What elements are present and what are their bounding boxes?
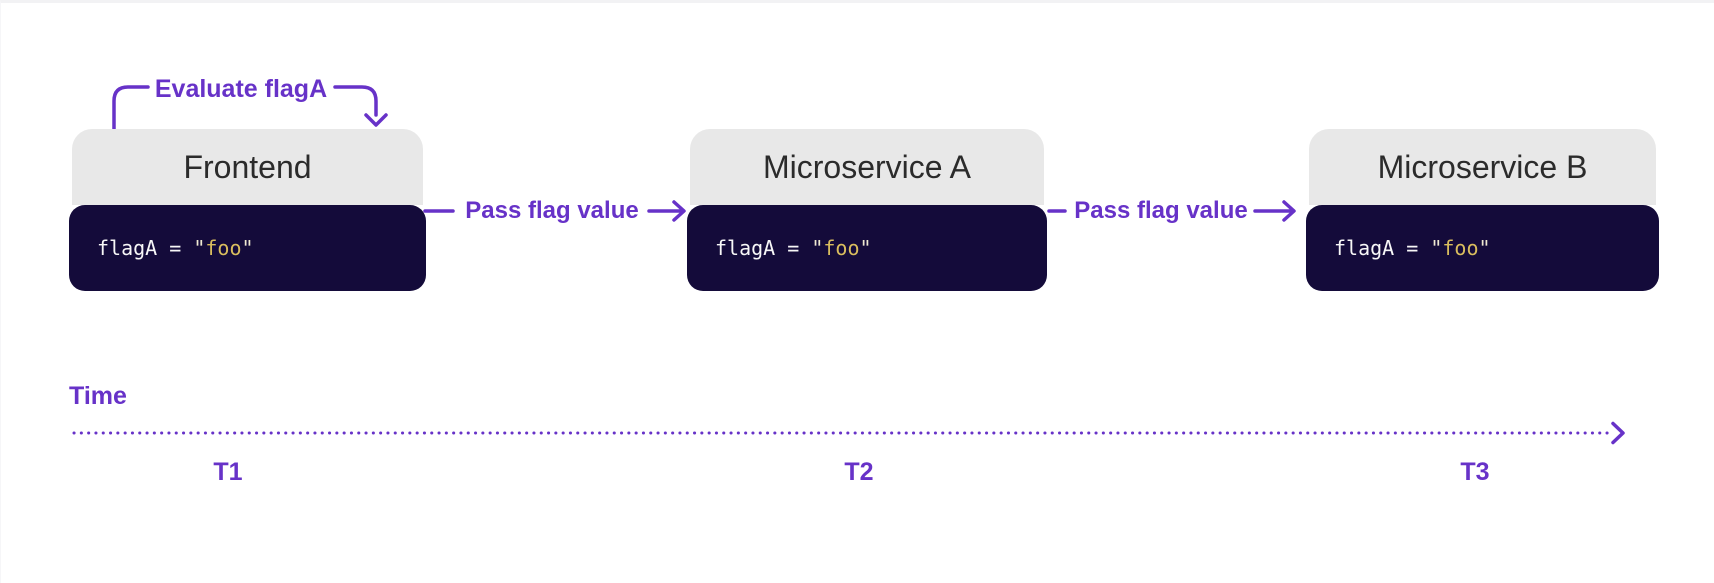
code-string-value: foo bbox=[205, 236, 242, 260]
evaluate-flag-annotation: Evaluate flagA bbox=[154, 75, 328, 103]
code-string-value: foo bbox=[1442, 236, 1479, 260]
timeline-arrowhead-icon bbox=[1611, 421, 1625, 445]
code-assignment: flagA = bbox=[1334, 236, 1431, 260]
code-string-value: foo bbox=[823, 236, 860, 260]
code-assignment: flagA = bbox=[97, 236, 194, 260]
timeline-tick-t2: T2 bbox=[844, 458, 874, 486]
evaluate-arrowhead-icon bbox=[364, 113, 388, 127]
code-close-quote: " bbox=[241, 236, 254, 260]
timeline-tick-t3: T3 bbox=[1460, 458, 1490, 486]
service-title: Microservice B bbox=[1309, 129, 1656, 205]
pass-flag-arrow-2 bbox=[1253, 200, 1296, 222]
code-open-quote: " bbox=[193, 236, 206, 260]
pass-flag-value-label-1: Pass flag value bbox=[465, 197, 639, 224]
service-card-frontend: Frontend flagA = "foo" bbox=[69, 129, 426, 291]
code-open-quote: " bbox=[1430, 236, 1443, 260]
code-close-quote: " bbox=[1478, 236, 1491, 260]
timeline-label: Time bbox=[69, 382, 127, 410]
code-block: flagA = "foo" bbox=[69, 205, 426, 291]
timeline-tick-t1: T1 bbox=[213, 458, 243, 486]
pass-flag-value-label-2: Pass flag value bbox=[1074, 197, 1248, 224]
service-title: Frontend bbox=[72, 129, 423, 205]
code-close-quote: " bbox=[859, 236, 872, 260]
evaluate-bracket-left-line bbox=[112, 85, 150, 132]
code-open-quote: " bbox=[811, 236, 824, 260]
code-block: flagA = "foo" bbox=[687, 205, 1047, 291]
evaluate-bracket-right-line bbox=[333, 85, 378, 117]
service-card-microservice-a: Microservice A flagA = "foo" bbox=[687, 129, 1047, 291]
code-block: flagA = "foo" bbox=[1306, 205, 1659, 291]
service-title: Microservice A bbox=[690, 129, 1044, 205]
code-assignment: flagA = bbox=[715, 236, 812, 260]
service-card-microservice-b: Microservice B flagA = "foo" bbox=[1306, 129, 1659, 291]
pass-flag-arrow-1 bbox=[647, 200, 686, 222]
